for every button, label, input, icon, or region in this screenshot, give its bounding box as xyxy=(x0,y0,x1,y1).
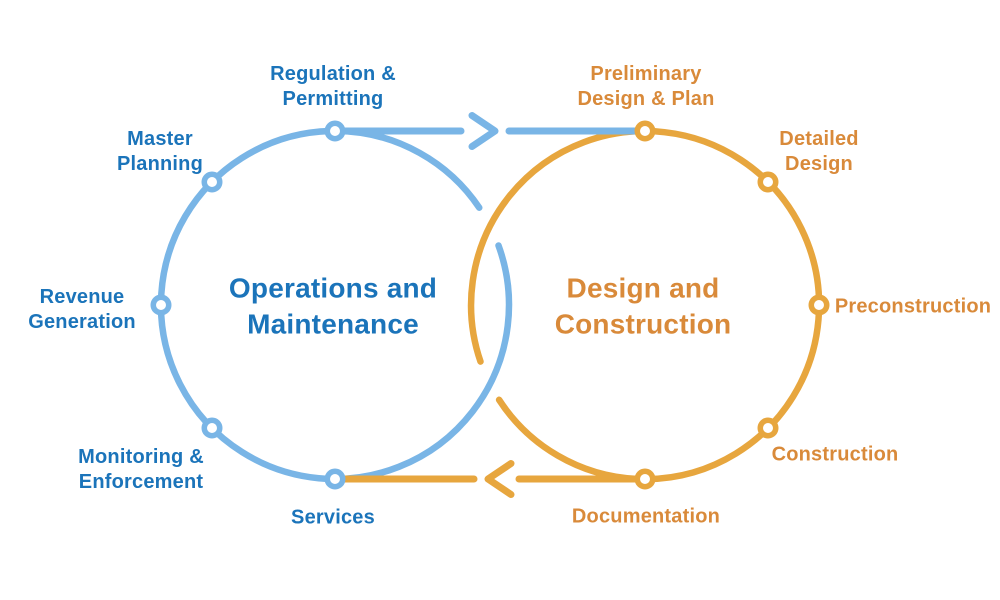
label-preliminary-design-plan: Preliminary Design & Plan xyxy=(577,63,715,110)
node-detailed-design xyxy=(757,171,779,193)
label-construction: Construction xyxy=(771,443,899,466)
label-revenue-generation: Revenue Generation xyxy=(28,286,136,333)
label-documentation: Documentation xyxy=(571,505,721,528)
node-construction xyxy=(757,417,779,439)
node-revenue-generation xyxy=(150,294,172,316)
node-services xyxy=(324,468,346,490)
flow-arrow-bottom xyxy=(333,460,649,498)
flow-arrow-top xyxy=(331,112,649,150)
node-regulation-permitting xyxy=(324,120,346,142)
label-regulation-permitting: Regulation & Permitting xyxy=(270,63,396,110)
left-cycle-title: Operations and Maintenance xyxy=(228,272,438,340)
right-cycle-title: Design and Construction xyxy=(554,272,732,340)
node-master-planning xyxy=(201,171,223,193)
label-monitoring-enforcement: Monitoring & Enforcement xyxy=(78,446,204,493)
node-preliminary-design-plan xyxy=(634,120,656,142)
node-documentation xyxy=(634,468,656,490)
label-detailed-design: Detailed Design xyxy=(779,128,859,175)
label-services: Services xyxy=(291,506,375,529)
label-preconstruction: Preconstruction xyxy=(834,295,992,318)
arrow-left-icon xyxy=(484,460,515,498)
label-master-planning: Master Planning xyxy=(116,128,204,175)
arrow-right-icon xyxy=(468,112,499,150)
node-preconstruction xyxy=(808,294,830,316)
node-monitoring-enforcement xyxy=(201,417,223,439)
